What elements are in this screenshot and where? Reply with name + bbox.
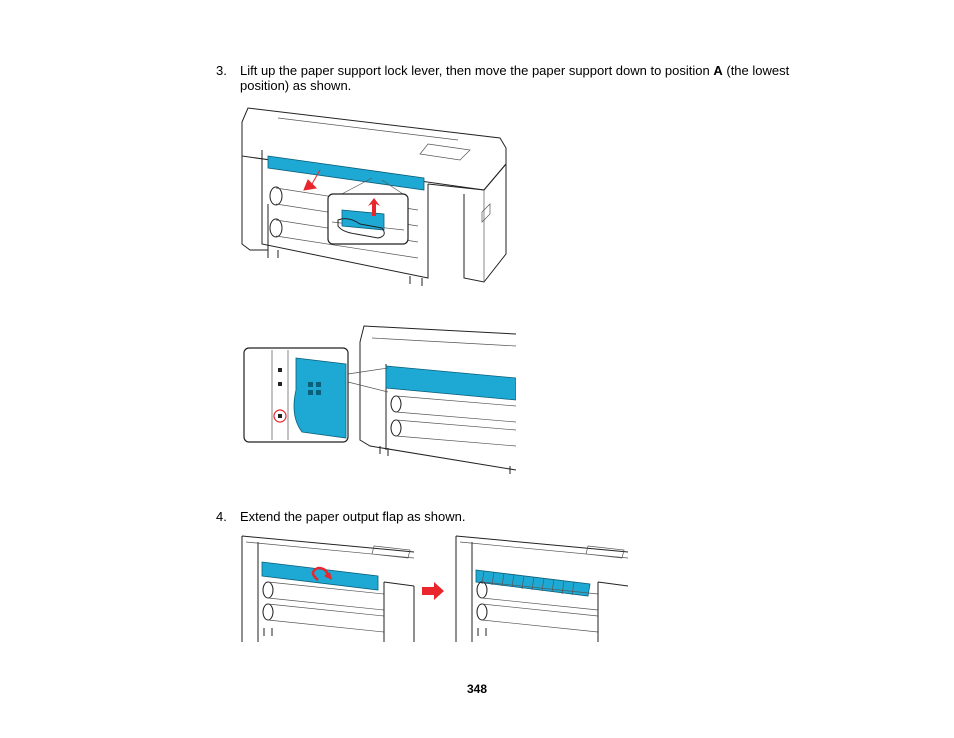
step-text: Extend the paper output flap as shown. bbox=[240, 509, 466, 524]
step-number: 4. bbox=[216, 509, 227, 524]
paper-support-position-illustration bbox=[243, 325, 516, 474]
step-number: 3. bbox=[216, 63, 227, 78]
step-text: Lift up the paper support lock lever, th… bbox=[240, 63, 816, 93]
output-flap-illustration bbox=[241, 535, 629, 642]
printer-paper-support-illustration bbox=[241, 107, 507, 286]
page-number: 348 bbox=[466, 682, 488, 696]
step-3: 3. Lift up the paper support lock lever,… bbox=[216, 63, 816, 95]
step-4: 4. Extend the paper output flap as shown… bbox=[216, 509, 616, 525]
step-text-before: Lift up the paper support lock lever, th… bbox=[240, 63, 714, 78]
step-text-after: (the lowest position) as shown. bbox=[240, 63, 790, 93]
position-label: A bbox=[713, 63, 723, 78]
